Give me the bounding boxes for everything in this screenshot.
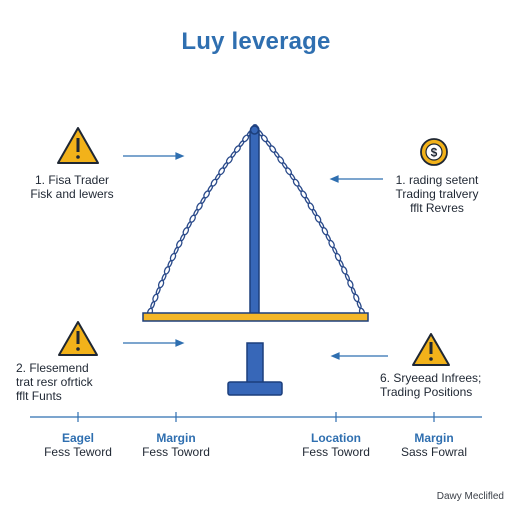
arrow-right-3 bbox=[123, 339, 185, 347]
warning-icon bbox=[57, 127, 99, 164]
timeline-axis bbox=[30, 412, 482, 422]
note-3-line-2: trat resr ofrtick bbox=[16, 375, 93, 389]
note-1-line-1: 1. Fisa Trader bbox=[34, 173, 110, 187]
credit-text: Dawy Meclifled bbox=[436, 491, 504, 502]
axis-label-2-sub: Fess Toword bbox=[142, 445, 210, 459]
axis-label-4: Margin Sass Fowral bbox=[389, 431, 479, 459]
note-2: 1. rading setent Trading tralvery fflt R… bbox=[372, 173, 502, 215]
right-chain bbox=[252, 124, 366, 317]
left-chain bbox=[146, 124, 258, 317]
chain-link bbox=[347, 279, 354, 289]
diagram-title: Luy leverage bbox=[181, 28, 331, 55]
axis-label-2-head: Margin bbox=[156, 431, 196, 445]
axis-label-4-head: Margin bbox=[414, 431, 454, 445]
chain-link bbox=[155, 287, 161, 295]
note-3: 2. Flesemend trat resr ofrtick fflt Funt… bbox=[16, 361, 136, 403]
note-1: 1. Fisa Trader Fisk and lewers bbox=[16, 173, 128, 201]
axis-label-1: Eagel Fess Teword bbox=[33, 431, 123, 459]
dollar-coin-icon: $ bbox=[420, 138, 448, 166]
warning-icon bbox=[412, 333, 450, 366]
axis-label-1-sub: Fess Teword bbox=[44, 445, 112, 459]
note-4-line-1: 6. Sryeead Infrees; bbox=[380, 371, 482, 385]
note-4-line-2: Trading Positions bbox=[380, 385, 473, 399]
note-2-line-1: 1. rading setent bbox=[395, 173, 479, 187]
svg-text:$: $ bbox=[431, 146, 438, 160]
axis-label-3-sub: Fess Toword bbox=[302, 445, 370, 459]
chain-link bbox=[152, 293, 159, 303]
scale-stem bbox=[246, 342, 264, 384]
scale-base bbox=[227, 381, 283, 396]
chain-link bbox=[157, 279, 165, 289]
note-2-line-2: Trading tralvery bbox=[395, 187, 479, 201]
axis-label-1-head: Eagel bbox=[61, 431, 94, 445]
note-4: 6. Sryeead Infrees; Trading Positions bbox=[380, 371, 505, 399]
note-2-line-3: fflt Revres bbox=[410, 201, 464, 215]
arrow-right-1 bbox=[123, 152, 185, 160]
scale-mast bbox=[249, 131, 260, 319]
arrow-left-4 bbox=[330, 352, 388, 360]
note-3-line-1: 2. Flesemend bbox=[16, 361, 89, 375]
warning-icon bbox=[58, 321, 98, 356]
chain-link bbox=[150, 301, 156, 309]
arrow-left-2 bbox=[329, 175, 383, 183]
axis-label-3-head: Location bbox=[311, 431, 361, 445]
note-1-line-2: Fisk and lewers bbox=[30, 187, 114, 201]
axis-label-4-sub: Sass Fowral bbox=[400, 445, 468, 459]
axis-label-2: Margin Fess Toword bbox=[131, 431, 221, 459]
balance-beam bbox=[142, 312, 369, 322]
axis-label-3: Location Fess Toword bbox=[291, 431, 381, 459]
chain-link bbox=[350, 287, 356, 295]
note-3-line-3: fflt Funts bbox=[16, 389, 62, 403]
mast-top-knob bbox=[249, 125, 260, 135]
chain-link bbox=[356, 301, 362, 309]
chain-link bbox=[353, 293, 360, 303]
